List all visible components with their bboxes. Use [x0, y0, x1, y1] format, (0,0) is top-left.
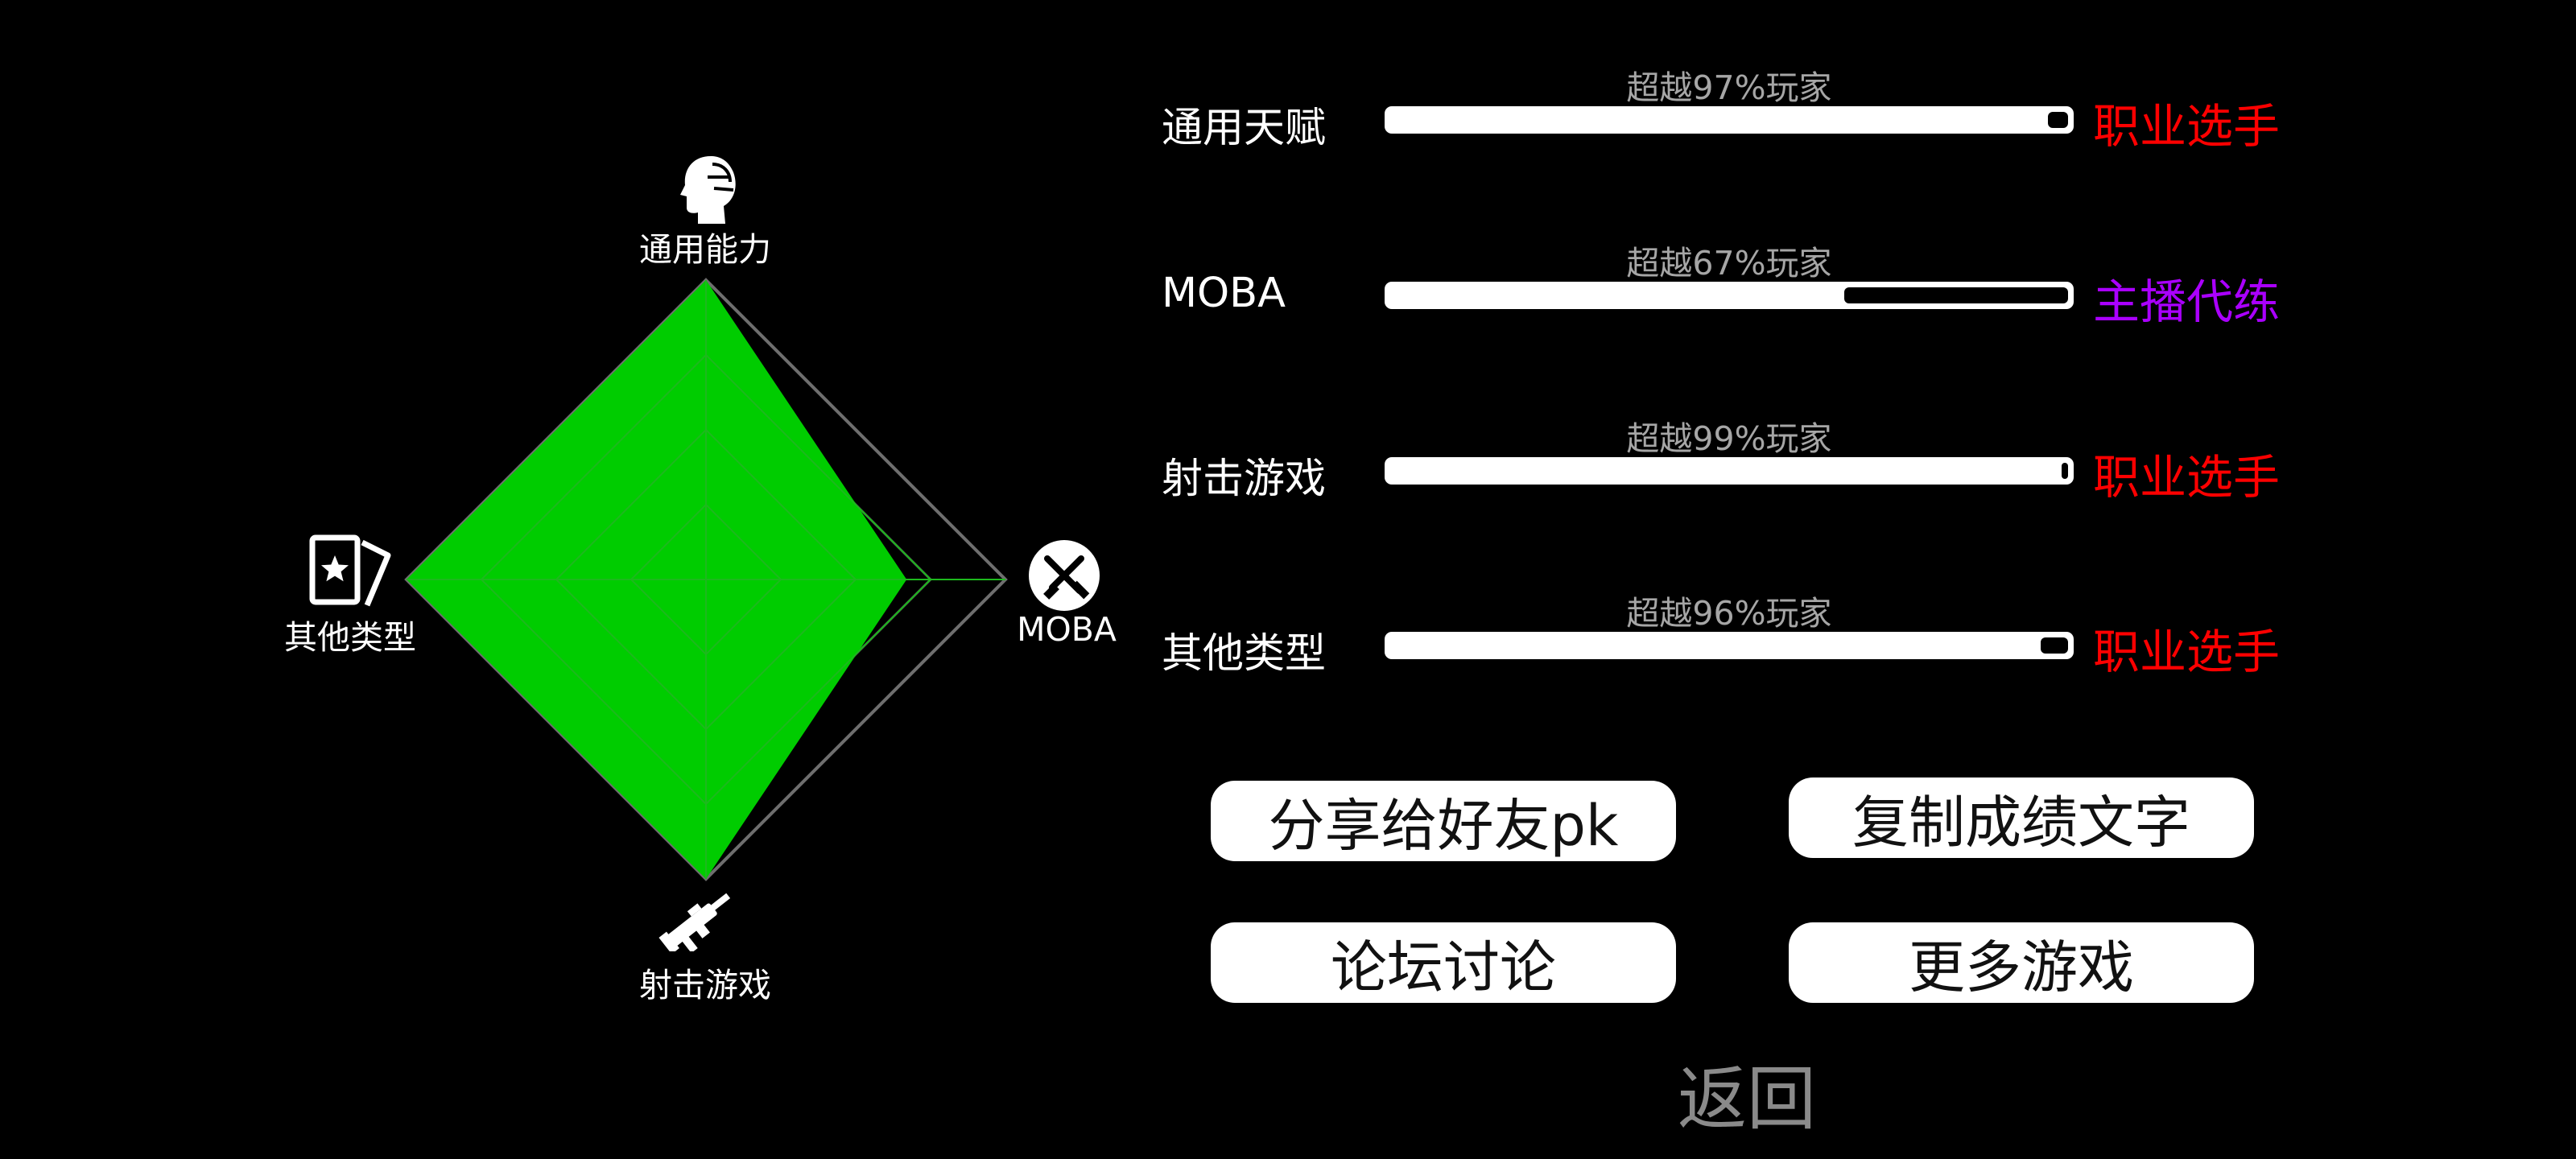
rank-label: 职业选手: [2093, 450, 2281, 505]
head-icon: [680, 156, 736, 224]
row-name: 射击游戏: [1162, 456, 1327, 503]
copy-results-button[interactable]: 复制成绩文字: [1789, 777, 2254, 858]
progress-bar: [1385, 457, 2074, 485]
progress-bar: [1385, 282, 2074, 309]
axis-label-shooter: 射击游戏: [639, 966, 771, 1004]
sword-icon: [1029, 540, 1100, 611]
more-games-button[interactable]: 更多游戏: [1789, 922, 2254, 1003]
forum-button[interactable]: 论坛讨论: [1211, 922, 1676, 1003]
score-row-moba: MOBA 超越67%玩家 主播代练: [0, 236, 2576, 329]
row-name: MOBA: [1162, 270, 1286, 317]
rank-label: 职业选手: [2093, 99, 2281, 154]
axis-label-general: 通用能力: [639, 230, 771, 269]
score-row-shooter: 射击游戏 超越99%玩家 职业选手: [0, 411, 2576, 505]
row-name: 通用天赋: [1162, 105, 1327, 152]
score-row-general: 通用天赋 超越97%玩家 职业选手: [0, 60, 2576, 154]
percentile-text: 超越99%玩家: [1626, 419, 1832, 458]
radar-chart: [404, 278, 1008, 881]
back-button[interactable]: 返回: [1678, 1059, 1816, 1140]
progress-bar: [1385, 632, 2074, 659]
axis-label-other: 其他类型: [284, 618, 416, 657]
gun-icon: [658, 893, 731, 951]
percentile-text: 超越97%玩家: [1626, 68, 1832, 107]
card-icon: [309, 534, 391, 607]
score-row-other: 其他类型 超越96%玩家 职业选手: [0, 586, 2576, 679]
rank-label: 职业选手: [2093, 625, 2281, 679]
percentile-text: 超越67%玩家: [1626, 244, 1832, 283]
row-name: 其他类型: [1162, 630, 1327, 678]
axis-label-moba: MOBA: [1017, 610, 1117, 649]
share-button[interactable]: 分享给好友pk: [1211, 781, 1676, 861]
percentile-text: 超越96%玩家: [1626, 594, 1832, 633]
progress-bar: [1385, 106, 2074, 134]
rank-label: 主播代练: [2093, 274, 2281, 329]
